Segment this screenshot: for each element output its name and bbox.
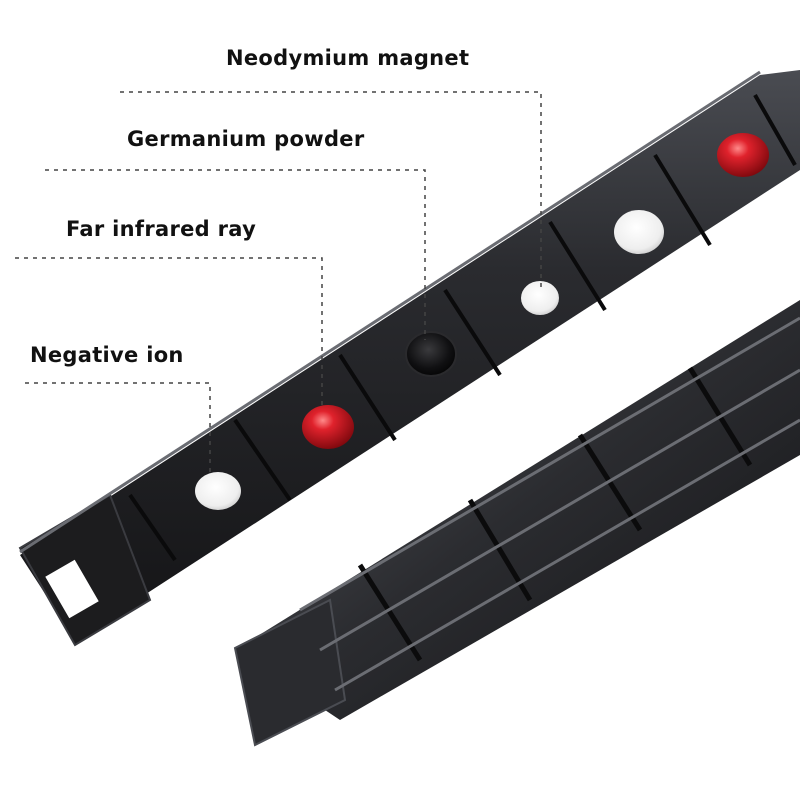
black-stone (405, 331, 457, 377)
white-stone (195, 472, 241, 510)
link-highlights (299, 316, 800, 692)
callout-germanium-powder: Germanium powder (127, 127, 365, 151)
callout-far-infrared-ray: Far infrared ray (66, 217, 257, 241)
white-magnet-2 (614, 210, 664, 254)
lower-bracelet-strip (233, 300, 800, 747)
red-stone (302, 405, 354, 449)
callout-neodymium-magnet: Neodymium magnet (226, 46, 470, 70)
link-separators (128, 94, 797, 562)
white-magnet (521, 281, 559, 315)
callout-negative-ion: Negative ion (30, 343, 184, 367)
red-stone-2 (717, 133, 769, 177)
callout-leader-lines (15, 91, 542, 475)
